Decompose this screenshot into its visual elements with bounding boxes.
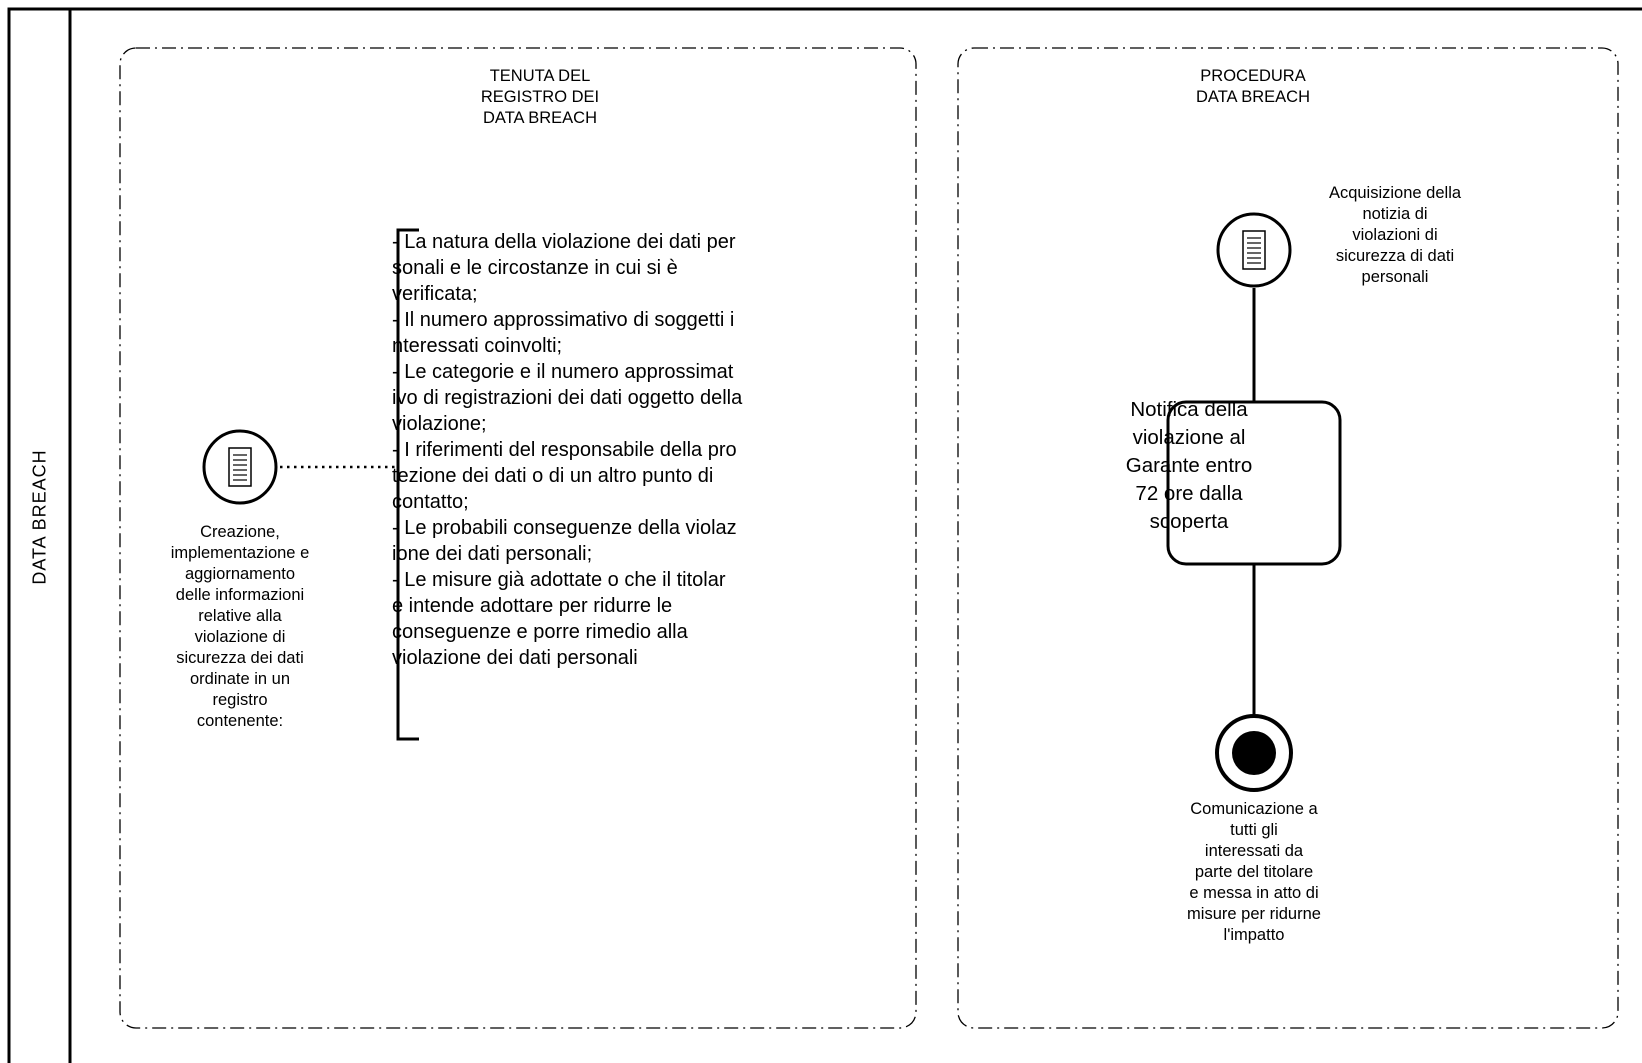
left-event-label: Creazione, implementazione e aggiornamen… [170,523,310,730]
start-event-label: Acquisizione della notizia di violazioni… [1328,184,1462,286]
start-document-event[interactable] [1216,212,1292,288]
end-event-label: Comunicazione a tutti gli interessati da… [1187,800,1321,944]
annotation-bracket [396,228,419,741]
lane-label: DATA BREACH [29,449,50,585]
task-box[interactable] [1166,400,1342,566]
annotation-text: - La natura della violazione dei dati pe… [392,231,743,669]
left-document-event[interactable] [202,429,278,505]
end-event[interactable] [1215,714,1293,792]
end-event-icon [1232,731,1276,775]
group-title-procedura: PROCEDURA DATA BREACH [1196,67,1310,106]
task-label: Notifica della violazione al Garante ent… [1125,398,1253,533]
pool-border [7,7,1642,1063]
group-box-procedura [957,47,1619,1029]
document-icon [1242,230,1266,270]
document-icon [228,447,252,487]
group-title-tenuta: TENUTA DEL REGISTRO DEI DATA BREACH [480,67,600,127]
group-box-tenuta [119,47,917,1029]
